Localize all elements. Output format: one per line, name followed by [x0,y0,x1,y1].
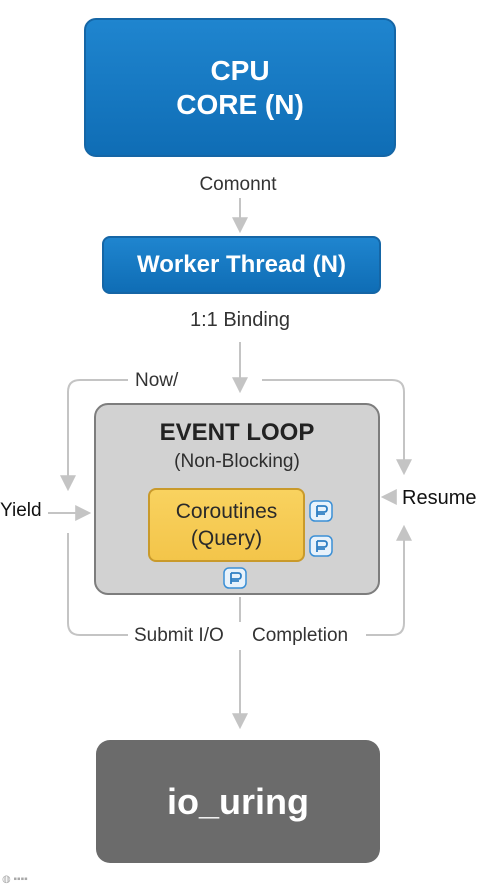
cpu-core-line1: CPU [210,54,270,86]
label-top-left: Now/ [135,370,179,391]
arrow-bottom-left-loop [67,533,128,636]
cpu-core-node: CPU CORE (N) [84,18,396,157]
label-cpu-to-worker: Comonnt [199,174,277,195]
label-resume: Resume [402,487,477,509]
arrow-bottom-right-loop [366,524,412,636]
event-loop-node: EVENT LOOP (Non-Blocking) [94,403,380,595]
io-uring-label: io_uring [167,780,309,822]
arrow-top-right-loop [262,379,412,476]
coroutines-line2: (Query) [190,527,263,550]
coroutine-icon [309,535,333,557]
io-uring-node: io_uring [96,740,380,863]
worker-thread-node: Worker Thread (N) [102,236,381,294]
arrow-top-left-loop [60,379,128,492]
cpu-core-line2: CORE (N) [176,88,304,120]
event-loop-subtitle: (Non-Blocking) [174,451,300,472]
coroutine-icon [309,500,333,522]
label-worker-to-loop: 1:1 Binding [189,309,291,331]
label-completion: Completion [252,625,349,646]
coroutines-line1: Coroutines [175,500,278,523]
label-submit-io: Submit I/O [134,625,224,646]
event-loop-title: EVENT LOOP [159,419,315,446]
watermark-logo: ◍ ▪▪▪▪ [2,874,28,885]
coroutines-node: Coroutines (Query) [148,488,305,562]
worker-thread-label: Worker Thread (N) [137,251,346,278]
coroutine-icon [223,567,247,589]
label-yield: Yield [0,500,42,521]
